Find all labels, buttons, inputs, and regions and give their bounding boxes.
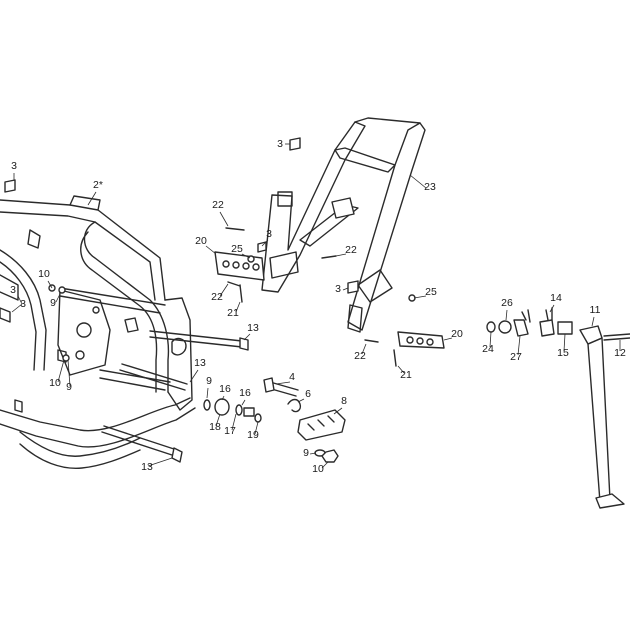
part-number-callout: 11 (590, 304, 601, 316)
callout-leader-line (147, 457, 173, 467)
callout-leader-line (361, 343, 367, 355)
callout-leader-line (231, 413, 237, 431)
part-number-callout: 6 (305, 388, 311, 400)
callout-leader-line (205, 245, 217, 255)
main-frame (0, 195, 196, 469)
callout-leader-line (206, 387, 209, 399)
part-number-callout: 3 (335, 283, 341, 295)
callout-leader-line (409, 174, 427, 189)
part-number-callout: 26 (501, 297, 513, 309)
callout-leader-line (57, 359, 65, 383)
pivot-hardware (203, 398, 262, 423)
callout-leader-line (275, 381, 291, 385)
part-number-callout: 3 (10, 284, 16, 296)
part-number-callout: 22 (212, 199, 224, 211)
part-number-callout: 9 (50, 297, 56, 309)
part-number-callout: 20 (451, 328, 463, 340)
part-number-callout: 10 (312, 463, 324, 475)
callout-leader-line (243, 333, 251, 341)
part-number-callout: 13 (247, 322, 259, 334)
part-number-callout: 13 (141, 461, 153, 473)
part-number-callout: 4 (289, 371, 295, 383)
callout-leader-line (591, 316, 595, 327)
part-number-callout: 23 (424, 181, 436, 193)
callout-leader-line (517, 335, 521, 356)
part-number-callout: 21 (400, 369, 412, 381)
callout-leader-line (333, 407, 343, 415)
callout-leader-line (11, 303, 23, 313)
callout-leader-line (17, 295, 23, 305)
side-stand-assembly (486, 307, 630, 509)
callout-leader-line (55, 293, 61, 303)
part-number-callout: 19 (247, 429, 259, 441)
callout-leader-line (397, 365, 405, 374)
part-number-callout: 27 (510, 351, 522, 363)
part-number-callout: 22 (354, 350, 366, 362)
part-number-callout: 9 (206, 375, 212, 387)
callout-leader-line (87, 191, 97, 206)
part-number-callout: 9 (303, 447, 309, 459)
part-number-callout: 16 (239, 387, 251, 399)
part-number-callout: 8 (341, 395, 347, 407)
callout-leader-line (67, 359, 71, 387)
part-number-callout: 22 (345, 244, 357, 256)
part-number-callout: 25 (425, 286, 437, 298)
callout-leader-line (254, 421, 259, 435)
part-number-callout: 10 (38, 268, 50, 280)
callout-leader-line (241, 253, 251, 259)
part-number-callout: 3 (11, 160, 17, 172)
callout-leader-line (261, 239, 269, 247)
part-number-callout: 24 (482, 343, 494, 355)
callout-leader-line (47, 280, 53, 289)
callout-leader-line (563, 333, 566, 352)
part-number-callout: 25 (231, 243, 243, 255)
callout-leader-line (219, 211, 229, 227)
part-number-callout: 3 (266, 228, 272, 240)
callout-leader-line (189, 369, 199, 383)
callout-leader-line (342, 287, 349, 291)
part-number-callout: 13 (194, 357, 206, 369)
part-number-callout: 3 (277, 138, 283, 150)
part-number-callout: 21 (227, 307, 239, 319)
part-number-callout: 20 (195, 235, 207, 247)
part-number-callout: 22 (211, 291, 223, 303)
callout-leader-line (321, 461, 329, 469)
part-number-callout: 3 (20, 298, 26, 310)
callout-leader-line (489, 331, 492, 348)
callout-leader-line (443, 337, 453, 341)
rear-subframe (261, 117, 426, 333)
part-number-callout: 15 (557, 347, 569, 359)
callout-leader-line (505, 309, 508, 321)
part-number-callout: 12 (614, 347, 626, 359)
callout-leader-line (221, 395, 225, 401)
part-number-callout: 10 (49, 377, 61, 389)
callout-leader-line (309, 452, 317, 455)
callout-leader-line (297, 398, 305, 403)
callout-leader-line (215, 413, 221, 427)
callout-leader-line (549, 304, 555, 313)
callout-leader-line (413, 295, 427, 299)
subframe-hardware (0, 137, 445, 367)
part-number-callout: 9 (66, 381, 72, 393)
part-number-callout: 18 (209, 421, 221, 433)
part-number-callout: 16 (219, 383, 231, 395)
callout-leader-line (219, 283, 229, 297)
callout-leader-line (241, 399, 246, 406)
callout-leader-line (335, 253, 347, 257)
part-number-callout: 2* (93, 179, 103, 191)
part-number-callout: 14 (550, 292, 562, 304)
bolts-13 (101, 330, 249, 463)
callout-leader-line (235, 301, 241, 313)
part-number-callout: 17 (224, 425, 236, 437)
footpeg-assembly (263, 377, 346, 463)
